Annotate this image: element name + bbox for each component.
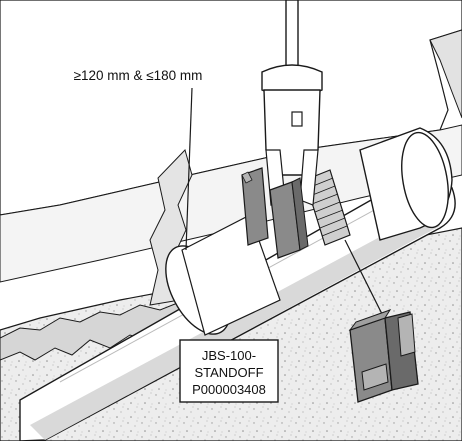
trench-right-groove <box>429 29 462 119</box>
part-label-line-1: JBS-100- <box>202 348 256 363</box>
part-label-box <box>179 339 279 403</box>
part-label-line-3: P000003408 <box>192 382 266 397</box>
installed-standoff-clip-left <box>241 167 269 246</box>
trench-left-wall <box>149 149 193 306</box>
part-label: JBS-100- STANDOFF P000003408 <box>179 339 279 403</box>
part-label-line-2: STANDOFF <box>194 365 263 380</box>
dimension-callout: ≥120 mm & ≤180 mm <box>74 68 203 83</box>
installed-standoff-clip-right <box>269 177 309 259</box>
tool-shaft <box>285 0 299 71</box>
ridged-band <box>304 169 351 246</box>
coupling-left <box>165 214 281 336</box>
dimension-leader <box>185 87 193 251</box>
tool-jaw-right <box>299 149 319 206</box>
coupling-right <box>359 127 453 241</box>
pipe-bottom-shadow <box>30 210 440 440</box>
tool-window <box>291 111 303 127</box>
standoff-clip-part <box>348 309 419 403</box>
